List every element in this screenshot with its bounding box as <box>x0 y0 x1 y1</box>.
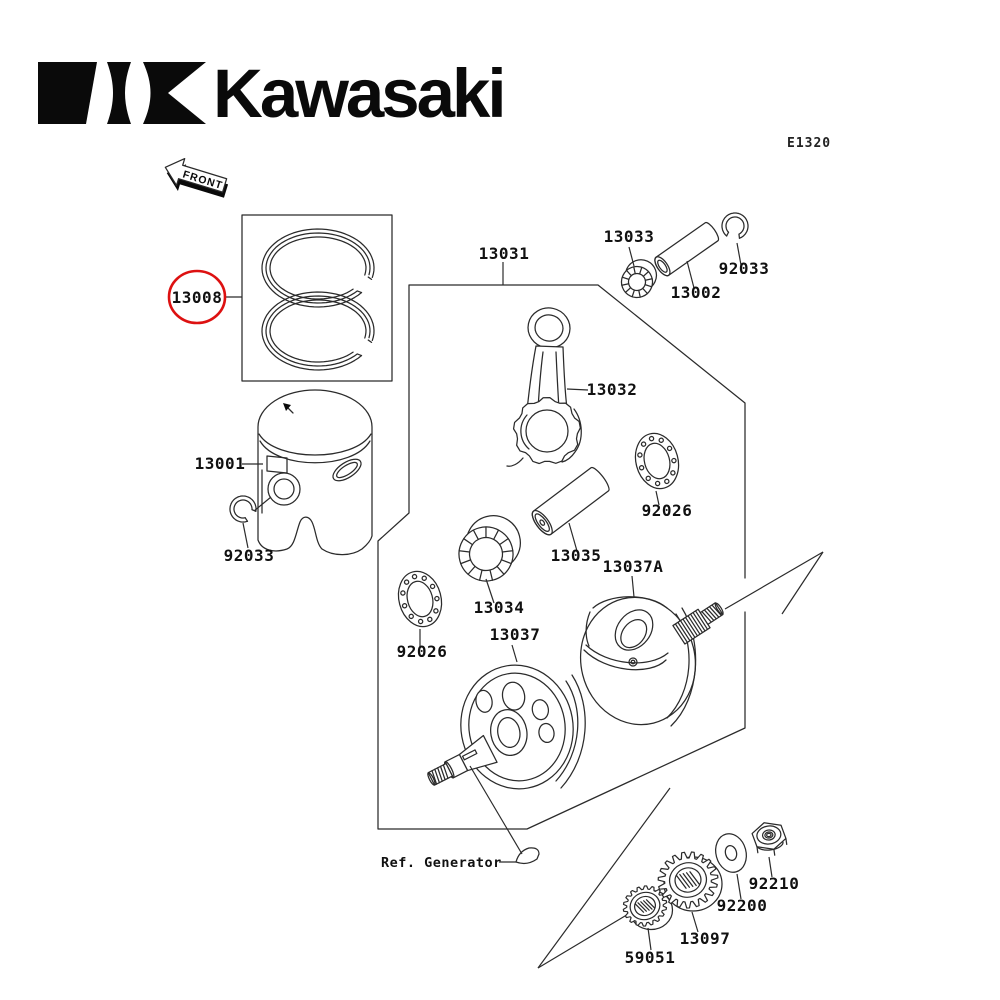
left-shaft-threads <box>431 764 449 785</box>
part-label-snap-ring-left[interactable]: 92033 <box>224 546 275 565</box>
part-label-primary-gear[interactable]: 13097 <box>680 929 731 948</box>
crank-pin-drawing <box>531 466 610 536</box>
part-label-piston[interactable]: 13001 <box>195 454 246 473</box>
kawasaki-rivermark-icon <box>143 62 206 124</box>
plain-washer-drawing <box>715 833 747 873</box>
leader-lines <box>224 242 773 951</box>
kawasaki-rivermark-icon <box>38 62 97 124</box>
piston-drawing <box>257 389 373 556</box>
spline-collar-drawing <box>622 885 668 927</box>
axis-arrowhead <box>781 551 824 615</box>
part-label-washer-left[interactable]: 92026 <box>397 642 448 661</box>
part-label-big-end-bearing[interactable]: 13034 <box>474 598 525 617</box>
big-end-bearing-drawing <box>458 515 521 582</box>
ref-generator-note: Ref. Generator <box>381 855 502 871</box>
part-label-crankshaft-assy[interactable]: 13031 <box>479 244 530 263</box>
part-label-flywheel-right[interactable]: 13037A <box>603 557 664 576</box>
part-label-small-end-bearing[interactable]: 13033 <box>604 227 655 246</box>
thrust-washer-right-drawing <box>634 432 680 490</box>
part-label-snap-ring-top[interactable]: 92033 <box>719 259 770 278</box>
axis-line <box>537 912 631 969</box>
part-label-spline-collar[interactable]: 59051 <box>625 948 676 967</box>
selected-part-highlight <box>167 269 227 325</box>
small-end-bearing-drawing <box>620 259 658 299</box>
kawasaki-rivermark-icon <box>107 62 131 124</box>
part-label-plain-washer[interactable]: 92200 <box>717 896 768 915</box>
piston-pin-drawing <box>654 221 720 277</box>
page-code: E1320 <box>787 136 831 151</box>
part-label-ring-set[interactable]: 13008 <box>172 288 223 307</box>
kawasaki-logo: Kawasaki <box>38 55 507 132</box>
flywheel-right-drawing <box>579 596 724 727</box>
flywheel-left-drawing <box>427 664 586 790</box>
ring-set-box <box>241 214 393 382</box>
keyway-slot <box>461 749 478 761</box>
part-label-piston-pin[interactable]: 13002 <box>671 283 722 302</box>
assembly-boundaries <box>241 214 824 969</box>
axis-line <box>537 787 671 969</box>
connecting-rod-drawing <box>506 307 582 467</box>
front-direction-arrow: FRONT <box>164 157 229 198</box>
snap-ring-left-drawing <box>229 495 257 523</box>
snap-ring-top-drawing <box>721 212 749 239</box>
piston-direction-arrow <box>283 403 291 411</box>
part-label-washer-right[interactable]: 92026 <box>642 501 693 520</box>
piston-ring-set-drawing <box>261 228 375 371</box>
primary-gear-drawing <box>657 851 719 909</box>
brand-name: Kawasaki <box>213 55 504 132</box>
part-label-flywheel-left[interactable]: 13037 <box>490 625 541 644</box>
nut-drawing <box>751 822 788 856</box>
part-label-crank-pin[interactable]: 13035 <box>551 546 602 565</box>
thrust-washer-left-drawing <box>397 570 443 628</box>
axis-arrowhead <box>724 551 824 610</box>
part-label-nut[interactable]: 92210 <box>749 874 800 893</box>
part-label-connecting-rod[interactable]: 13032 <box>587 380 638 399</box>
